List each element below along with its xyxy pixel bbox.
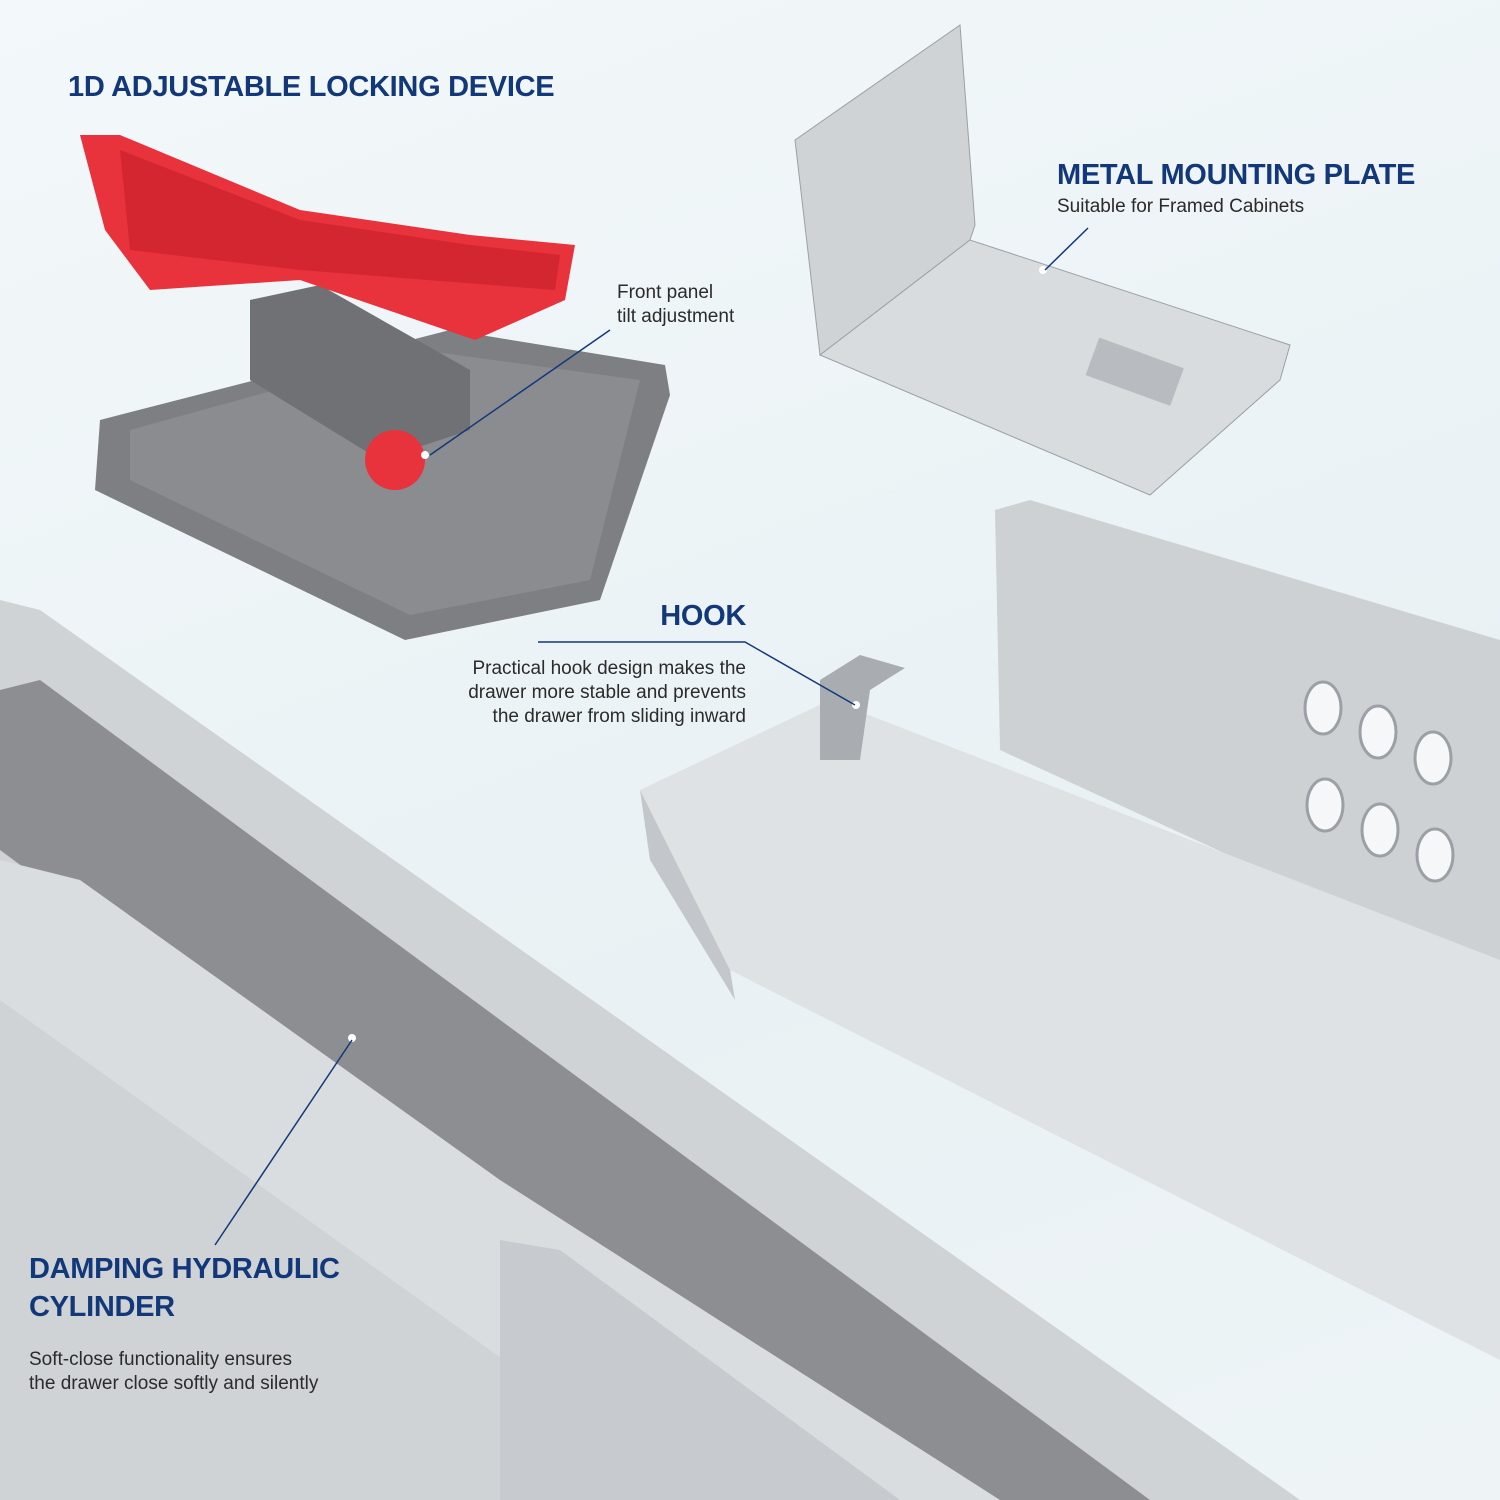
locking-device-title: 1D ADJUSTABLE LOCKING DEVICE: [68, 71, 555, 103]
mounting-plate-title: METAL MOUNTING PLATE: [1057, 159, 1416, 191]
damping-description: Soft-close functionality ensures the dra…: [29, 1348, 318, 1396]
callout-line: Front panel: [617, 282, 714, 303]
hook-line: Practical hook design makes the: [472, 658, 746, 679]
hook-description: Practical hook design makes the drawer m…: [468, 657, 746, 729]
locking-device-callout: Front panel tilt adjustment: [617, 281, 734, 329]
mounting-plate-image: [794, 24, 1291, 496]
slide-rail-left-image: [0, 600, 1300, 1500]
hook-title: HOOK: [660, 600, 746, 632]
damping-line: the drawer close softly and silently: [29, 1373, 319, 1394]
damping-title: DAMPING HYDRAULIC CYLINDER: [29, 1250, 340, 1326]
callout-lines: [214, 227, 1089, 1246]
damping-line: Soft-close functionality ensures: [29, 1349, 292, 1370]
damping-title-line: DAMPING HYDRAULIC: [29, 1253, 340, 1285]
callout-line: tilt adjustment: [617, 306, 735, 327]
mounting-plate-subtitle: Suitable for Framed Cabinets: [1057, 196, 1305, 217]
damping-title-line: CYLINDER: [29, 1291, 175, 1323]
hook-line: drawer more stable and prevents: [468, 682, 746, 703]
slide-rail-right-image: [640, 500, 1500, 1360]
hook-line: the drawer from sliding inward: [492, 706, 746, 727]
locking-device-image: [80, 135, 670, 640]
